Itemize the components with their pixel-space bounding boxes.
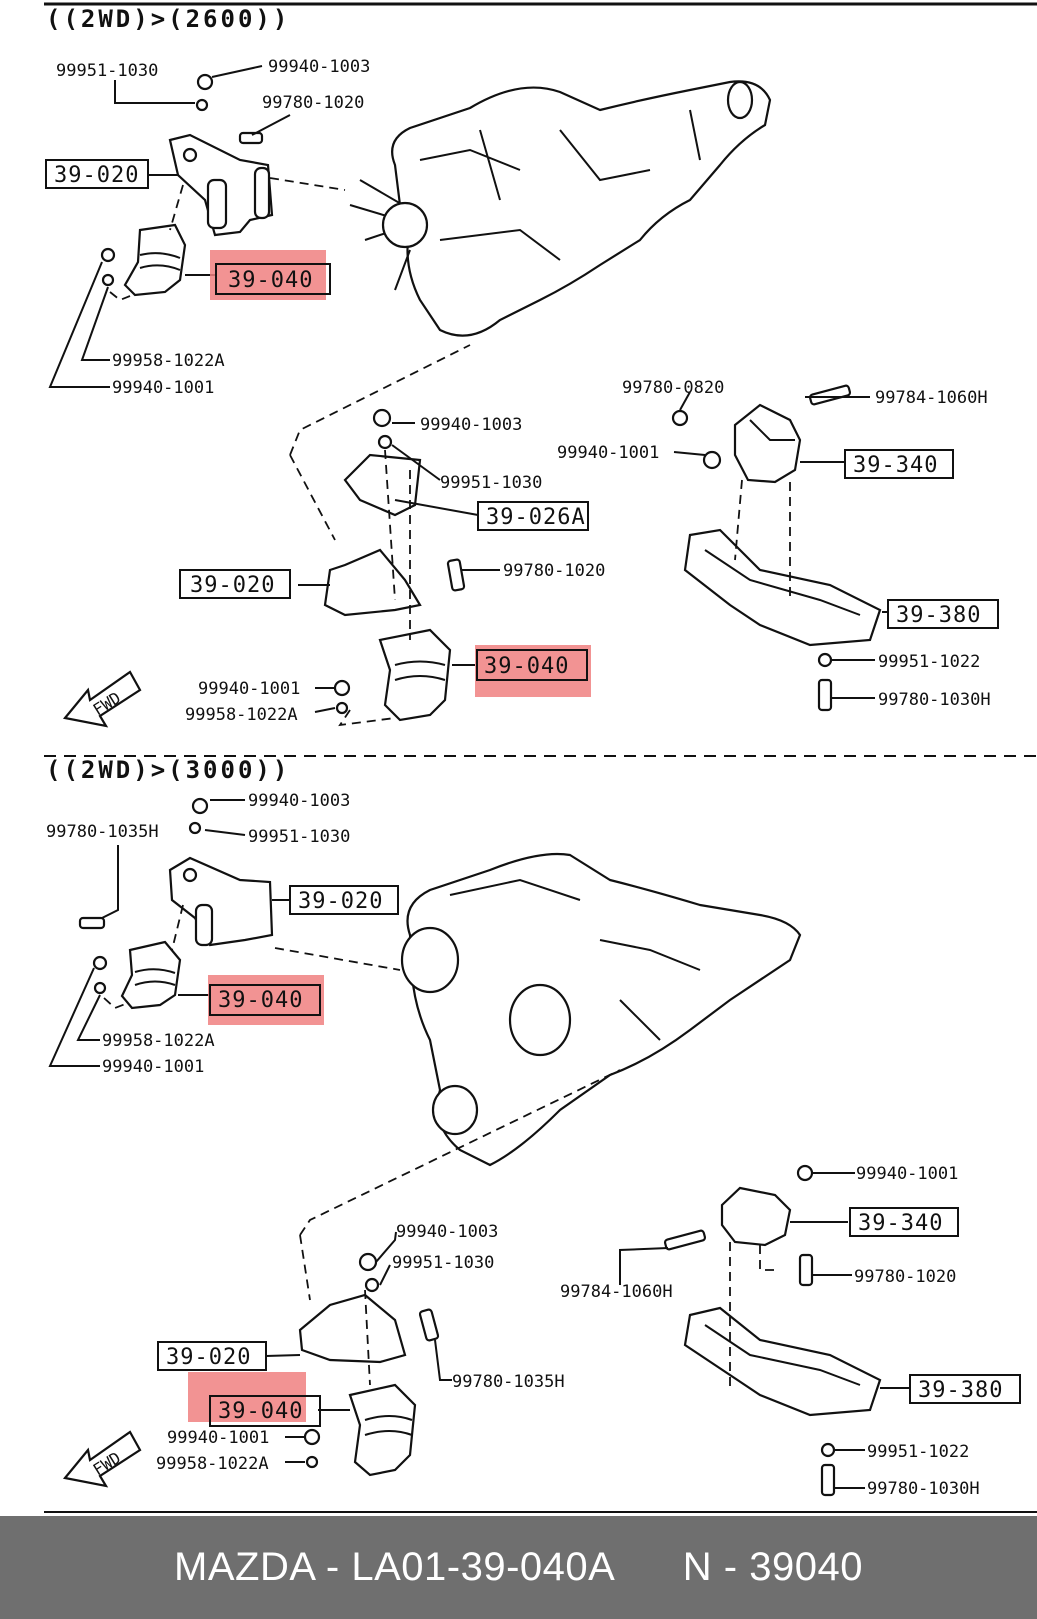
ref-box xyxy=(45,159,149,189)
transmission-mount-39-340-3000 xyxy=(663,1164,814,1287)
ref-box xyxy=(849,1207,959,1237)
ref-label-highlight: 39-040 xyxy=(228,268,313,293)
ref-label-highlight: 39-040 xyxy=(218,988,303,1013)
footer-bar: MAZDA - LA01-39-040A N - 39040 xyxy=(0,1516,1037,1619)
part-number: 99958-1022A xyxy=(185,705,298,725)
part-number: 99958-1022A xyxy=(112,351,225,371)
part-number: 99940-1003 xyxy=(248,791,350,811)
crossmember-39-380-3000 xyxy=(683,1306,882,1417)
part-number: 99780-1020 xyxy=(854,1267,956,1287)
part-number: 99951-1030 xyxy=(392,1253,494,1273)
ref-box xyxy=(477,501,589,531)
ref-box xyxy=(215,263,331,295)
ref-label: 39-020 xyxy=(54,163,139,188)
part-number: 99780-1030H xyxy=(878,690,991,710)
insulator-39-040-center xyxy=(333,628,452,722)
part-number: 99780-1020 xyxy=(262,93,364,113)
ref-box xyxy=(476,649,588,681)
part-number: 99951-1022 xyxy=(878,652,980,672)
part-number: 99784-1060H xyxy=(875,388,988,408)
part-number: 99940-1003 xyxy=(420,415,522,435)
part-number: 99940-1001 xyxy=(198,679,300,699)
fasteners-top-left xyxy=(100,73,264,287)
part-number: 99951-1030 xyxy=(248,827,350,847)
bracket-39-020-center xyxy=(323,548,466,617)
ref-label: 39-026A xyxy=(486,505,586,530)
highlight-39-040 xyxy=(210,250,326,300)
part-number: 99951-1030 xyxy=(56,61,158,81)
ref-box xyxy=(887,599,999,629)
highlight-39-040 xyxy=(475,645,591,697)
part-number: 99940-1001 xyxy=(856,1164,958,1184)
ref-label-highlight: 39-040 xyxy=(218,1399,303,1424)
ref-label: 39-380 xyxy=(896,603,981,628)
footer-part-number: MAZDA - LA01-39-040A N - 39040 xyxy=(174,1545,863,1589)
section-title-3000: ((2WD)>(3000)) xyxy=(46,756,290,784)
ref-box xyxy=(179,569,291,599)
insulator-39-040-left-3000 xyxy=(92,940,182,1010)
part-number: 99958-1022A xyxy=(156,1454,269,1474)
highlight-39-040 xyxy=(208,975,324,1025)
insulator-39-040-center-3000 xyxy=(303,1383,417,1477)
ref-box xyxy=(844,449,954,479)
part-number: 99940-1003 xyxy=(396,1222,498,1242)
part-number: 99780-1035H xyxy=(46,822,159,842)
transmission-mount-39-340 xyxy=(671,384,852,484)
part-number: 99940-1001 xyxy=(557,443,659,463)
part-number: 99780-1020 xyxy=(503,561,605,581)
engine-assembly-3000 xyxy=(400,852,802,1167)
part-number: 99780-0820 xyxy=(622,378,724,398)
bracket-39-020-center-3000 xyxy=(298,1252,440,1364)
parts-diagram: ((2WD)>(2600)) 99951-1030 99940-1003 9 xyxy=(44,2,1037,1513)
section-title-2600: ((2WD)>(2600)) xyxy=(46,5,290,33)
fwd-arrow-icon: FWD xyxy=(62,670,142,728)
part-number: 99958-1022A xyxy=(102,1031,215,1051)
part-number: 99951-1030 xyxy=(440,473,542,493)
ref-label: 39-020 xyxy=(298,889,383,914)
ref-box xyxy=(909,1374,1021,1404)
ref-box xyxy=(289,885,399,915)
ref-label: 39-020 xyxy=(166,1345,251,1370)
part-number: 99780-1035H xyxy=(452,1372,565,1392)
part-number: 99940-1003 xyxy=(268,57,370,77)
part-number: 99940-1001 xyxy=(112,378,214,398)
ref-box xyxy=(209,1395,321,1427)
part-number: 99951-1022 xyxy=(867,1442,969,1462)
crossmember-39-380 xyxy=(683,528,882,647)
ref-label: 39-340 xyxy=(853,453,938,478)
bracket-39-020-left xyxy=(168,133,274,237)
bracket-39-020-left-3000 xyxy=(78,797,274,947)
ref-label: 39-340 xyxy=(858,1211,943,1236)
bracket-39-026A xyxy=(343,408,422,517)
fwd-arrow-icon: FWD xyxy=(62,1430,142,1488)
ref-label: 39-020 xyxy=(190,573,275,598)
ref-box xyxy=(209,984,321,1016)
ref-box xyxy=(157,1341,267,1371)
part-number: 99940-1001 xyxy=(102,1057,204,1077)
part-number: 99780-1030H xyxy=(867,1479,980,1499)
engine-assembly-2600 xyxy=(349,80,772,337)
part-number: 99784-1060H xyxy=(560,1282,673,1302)
ref-label: 39-380 xyxy=(918,1378,1003,1403)
part-number: 99940-1001 xyxy=(167,1428,269,1448)
ref-label-highlight: 39-040 xyxy=(484,654,569,679)
insulator-39-040-left xyxy=(123,223,187,297)
